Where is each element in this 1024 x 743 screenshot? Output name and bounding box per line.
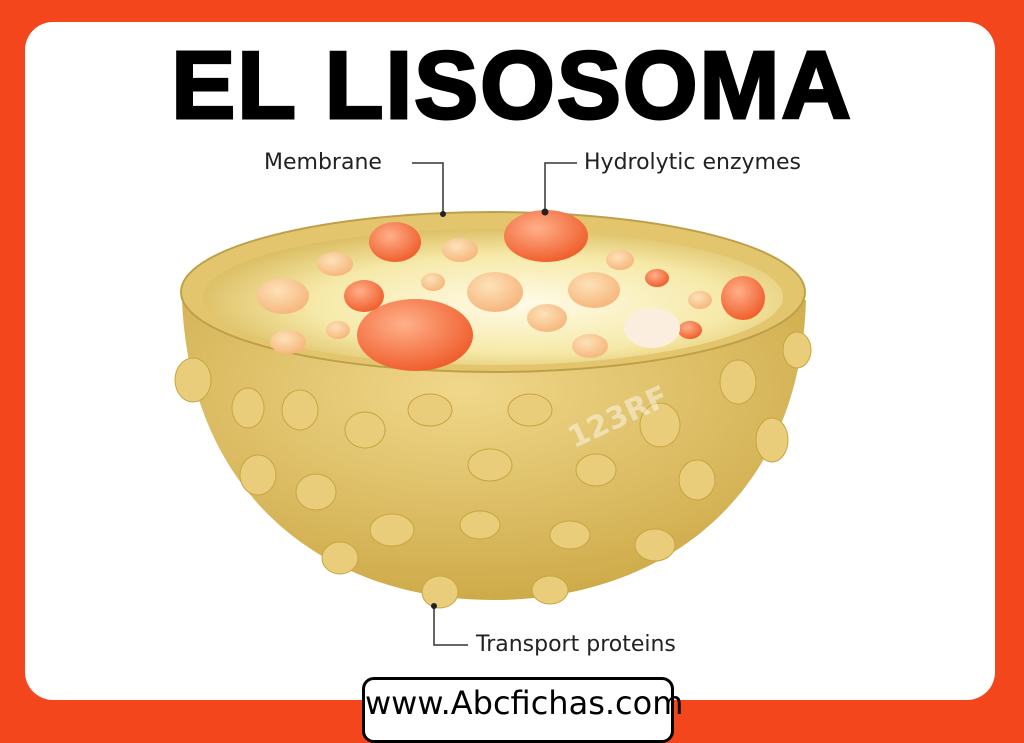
label-hydrolytic-enzymes: Hydrolytic enzymes: [584, 150, 801, 175]
website-link[interactable]: www.Abcfichas.com: [362, 677, 683, 743]
leader-lines: [412, 162, 577, 646]
hydrolytic-enzymes: [257, 210, 765, 371]
lysosome-illustration: [174, 162, 812, 646]
page-title: EL LISOSOMA: [170, 32, 853, 139]
label-transport-proteins: Transport proteins: [476, 632, 676, 657]
transport-proteins: [174, 331, 812, 609]
label-membrane: Membrane: [264, 150, 382, 175]
